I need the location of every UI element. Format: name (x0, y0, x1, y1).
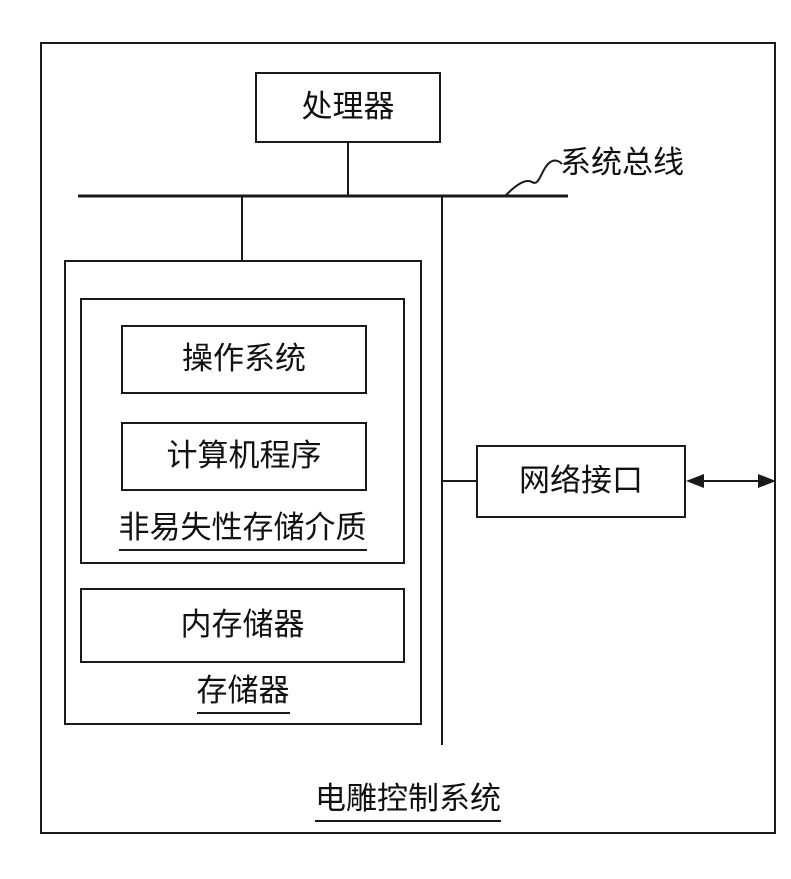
internal-memory-box (80, 588, 405, 663)
processor-box (255, 72, 441, 143)
system-frame (40, 42, 776, 834)
nonvolatile-storage-caption: 非易失性存储介质 (80, 510, 405, 551)
memory-caption: 存储器 (64, 673, 422, 714)
memory-title: 存储器 (196, 673, 290, 714)
internal-memory-label: 内存储器 (180, 607, 305, 643)
nonvolatile-storage-box (80, 298, 405, 564)
operating-system-label: 操作系统 (182, 341, 306, 377)
processor-label: 处理器 (301, 89, 395, 125)
system-bus-label: 系统总线 (560, 145, 684, 181)
network-interface-box (476, 445, 686, 518)
computer-program-label: 计算机程序 (166, 438, 322, 474)
nonvolatile-storage-title: 非易失性存储介质 (118, 510, 367, 551)
system-caption: 电雕控制系统 (40, 781, 776, 822)
network-arrow-left-head (686, 474, 704, 488)
memory-box (64, 260, 422, 725)
network-arrow-right-head (758, 474, 776, 488)
computer-program-box (121, 422, 367, 491)
bus-label-leader (504, 159, 563, 197)
network-interface-label: 网络接口 (519, 463, 643, 499)
operating-system-box (121, 325, 367, 394)
system-title: 电雕控制系统 (315, 781, 501, 822)
